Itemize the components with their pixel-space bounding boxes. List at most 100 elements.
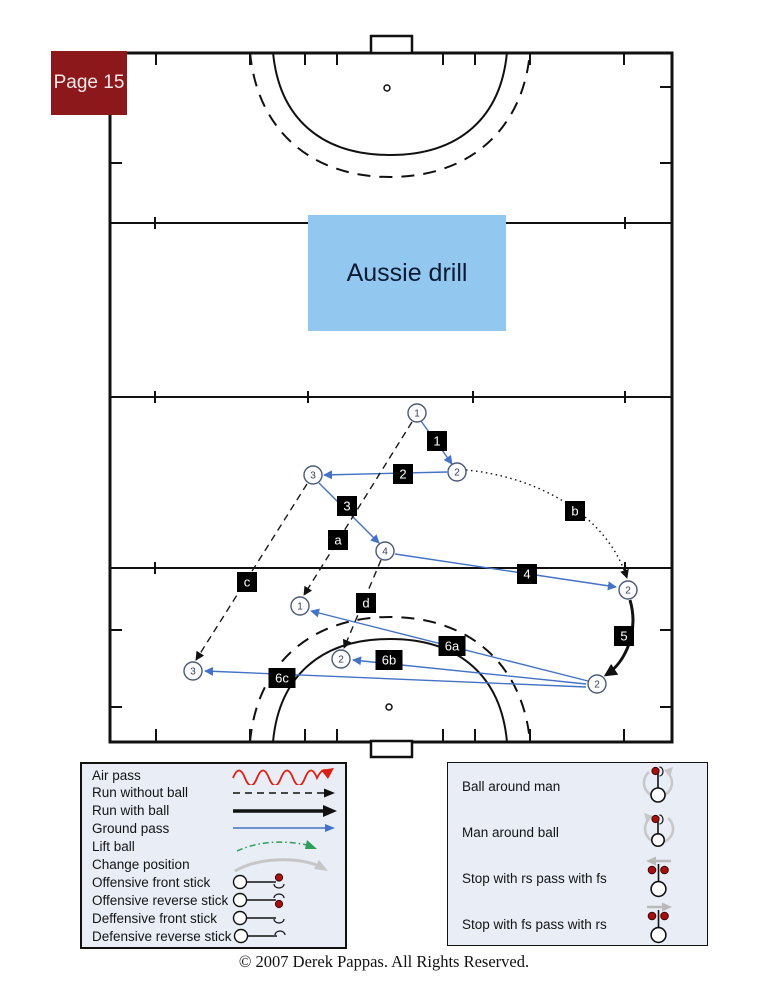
drill-title-label: Aussie drill	[346, 258, 468, 287]
penalty-spot-bottom	[385, 703, 393, 711]
legend-row-run-with-ball: Run with ball	[82, 802, 345, 820]
player-marker	[183, 661, 203, 681]
step-tag	[328, 530, 348, 550]
shooting-circle-top-dashed	[249, 51, 531, 179]
player-number: 3	[310, 471, 316, 482]
step-tag-label: 4	[523, 567, 530, 582]
copyright: © 2007 Derek Pappas. All Rights Reserved…	[238, 952, 530, 971]
step-tag-label: a	[334, 533, 342, 548]
legend-row-run-without-ball: Run without ball	[82, 784, 345, 802]
run-without-ball-curve	[465, 469, 629, 579]
legend-row-deffensive-front-stick: Deffensive front stick	[82, 909, 345, 927]
step-tag-label: c	[244, 575, 251, 590]
defensive-reverse-stick-icon	[232, 927, 346, 945]
run-without-ball-arrow	[342, 559, 382, 649]
step-tag-label: 6c	[275, 671, 289, 686]
legend-row-ground-pass: Ground pass	[82, 819, 345, 837]
player-number: 1	[297, 602, 303, 613]
player-marker	[407, 403, 427, 423]
offensive-front-stick-icon	[231, 873, 345, 891]
player-marker	[331, 649, 351, 669]
shooting-circle-bottom	[272, 637, 508, 743]
man-around-ball-icon	[611, 809, 707, 855]
drill-title-box: Aussie drill	[308, 215, 506, 331]
run-without-ball-arrow	[303, 421, 413, 596]
player-number: 2	[625, 586, 631, 597]
step-tag-label: 3	[343, 499, 350, 514]
legend-right-panel: Ball around man Man around ball Stop wit…	[447, 762, 708, 946]
step-tag-label: 2	[399, 467, 406, 482]
penalty-spot-top	[383, 84, 391, 92]
step-tag-label: 6b	[382, 653, 396, 668]
legend-row-stop-fs-pass-rs: Stop with fs pass with rs	[448, 901, 707, 947]
offensive-reverse-stick-icon	[231, 891, 345, 909]
legend-label: Run with ball	[92, 803, 170, 818]
ground-pass-arrow	[394, 553, 617, 591]
legend-label: Man around ball	[462, 824, 559, 840]
legend-label: Offensive front stick	[92, 874, 211, 890]
field-outline	[108, 34, 674, 759]
legend-label: Deffensive front stick	[92, 910, 218, 926]
step-tag	[337, 496, 357, 516]
goal-box-top	[369, 34, 414, 55]
legend-row-change-position: Change position	[82, 855, 345, 873]
step-tag-label: 5	[620, 629, 627, 644]
player-number: 2	[338, 655, 344, 666]
step-tag	[517, 564, 537, 584]
player-number: 3	[190, 667, 196, 678]
legend-row-lift-ball: Lift ball	[82, 837, 345, 855]
legend-label: Ground pass	[92, 820, 170, 836]
step-tag	[427, 431, 447, 451]
step-tag-label: b	[571, 504, 578, 519]
legend-label: Stop with fs pass with rs	[462, 916, 607, 932]
step-tag	[565, 501, 585, 521]
run-without-ball-icon	[231, 785, 345, 801]
step-tag-label: d	[362, 596, 369, 611]
step-tag	[356, 593, 376, 613]
legend-label: Offensive reverse stick	[92, 892, 229, 908]
legend-label: Run without ball	[92, 785, 189, 801]
deffensive-front-stick-icon	[231, 909, 345, 927]
player-marker	[587, 674, 607, 694]
legend-label: Air pass	[92, 768, 141, 783]
shooting-circle-top	[272, 51, 508, 157]
player-number: 2	[454, 468, 460, 479]
stop-fs-pass-rs-icon	[611, 901, 707, 947]
run-without-ball-arrow	[195, 483, 308, 661]
step-tag-label: 6a	[445, 639, 460, 654]
legend-row-air-pass: Air pass	[82, 766, 345, 785]
legend-left-panel: Air pass Run without ball Run with ball …	[80, 762, 347, 949]
air-pass-icon	[231, 766, 345, 785]
player-marker	[303, 465, 323, 485]
legend-label: Stop with rs pass with fs	[462, 870, 607, 886]
player-number: 4	[382, 547, 388, 558]
legend-row-offensive-front-stick: Offensive front stick	[82, 873, 345, 891]
step-tag	[393, 464, 413, 484]
page-number-badge: Page 15	[51, 51, 127, 115]
page-number-label: Page 15	[53, 72, 125, 93]
stop-rs-pass-fs-icon	[611, 855, 707, 901]
legend-label: Ball around man	[462, 778, 561, 794]
goal-box-bottom	[369, 739, 414, 759]
player-marker	[447, 462, 467, 482]
step-tag	[375, 650, 403, 670]
legend-label: Defensive reverse stick	[92, 928, 232, 944]
change-position-icon	[231, 855, 345, 873]
legend-row-ball-around-man: Ball around man	[448, 763, 707, 809]
player-marker	[375, 541, 395, 561]
legend-label: Change position	[92, 856, 190, 872]
ground-pass-arrow	[323, 470, 448, 480]
step-tag	[438, 636, 466, 656]
player-marker	[290, 596, 310, 616]
lift-ball-icon	[231, 837, 345, 855]
legend-row-offensive-reverse-stick: Offensive reverse stick	[82, 891, 345, 909]
step-tag	[614, 626, 634, 646]
step-tag	[268, 668, 296, 688]
ball-around-man-icon	[611, 763, 707, 809]
legend-row-man-around-ball: Man around ball	[448, 809, 707, 855]
player-number: 1	[414, 409, 420, 420]
legend-row-stop-rs-pass-fs: Stop with rs pass with fs	[448, 855, 707, 901]
step-tag	[237, 572, 257, 592]
